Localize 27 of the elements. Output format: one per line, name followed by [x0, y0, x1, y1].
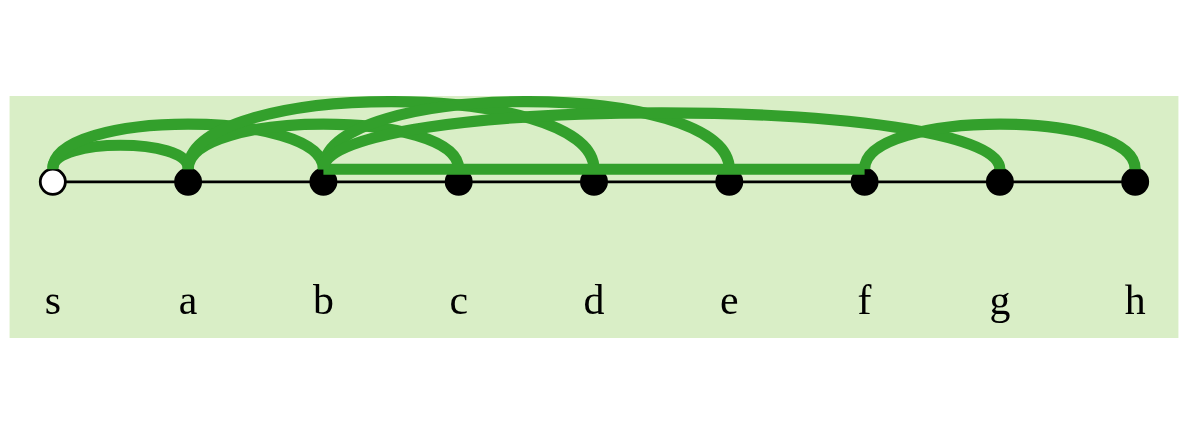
- node-circle: [174, 167, 203, 196]
- connector: [182, 95, 600, 171]
- connector: [200, 179, 311, 183]
- node-label: a: [178, 276, 198, 323]
- node-label: b: [312, 276, 334, 323]
- node-circle: [850, 167, 879, 196]
- node-label: f: [857, 276, 872, 323]
- connector: [323, 163, 865, 175]
- connector: [471, 179, 582, 183]
- connector: [1012, 179, 1123, 183]
- node-label: s: [44, 276, 61, 323]
- node-label: c: [449, 276, 468, 323]
- node-label: d: [583, 276, 605, 323]
- node-label: g: [989, 276, 1011, 323]
- node-circle: [309, 167, 338, 196]
- node-circle: [38, 167, 67, 196]
- node-label: h: [1124, 276, 1146, 323]
- connector: [859, 118, 1141, 171]
- connector: [606, 179, 717, 183]
- connector: [741, 179, 853, 183]
- connector: [319, 106, 1005, 173]
- node-circle: [1121, 167, 1150, 196]
- connector: [65, 179, 176, 183]
- node-label: e: [720, 276, 739, 323]
- connector: [877, 179, 988, 183]
- node-circle: [985, 167, 1014, 196]
- connector: [335, 179, 447, 183]
